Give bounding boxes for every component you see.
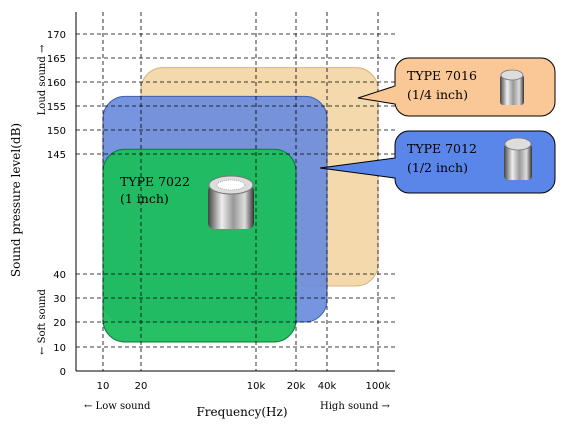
- grid-layer: [76, 12, 395, 371]
- y-tick-label: 40: [53, 270, 66, 281]
- x-tick-labels: 10 20 10k 20k 40k 100k: [97, 381, 391, 392]
- x-tick-label: 20: [135, 381, 148, 392]
- x-tick-label: 20k: [287, 381, 306, 392]
- x-tick-label: 10: [97, 381, 110, 392]
- label-7022-sub: (1 inch): [120, 191, 169, 206]
- y-tick-label: 170: [47, 30, 66, 41]
- y-hint-high: Loud sound →: [37, 44, 48, 115]
- y-tick-label: 165: [47, 54, 66, 65]
- x-tick-label: 10k: [247, 381, 266, 392]
- y-tick-label: 10: [53, 343, 66, 354]
- callout-label-sub: (1/2 inch): [407, 160, 468, 175]
- y-tick-label: 30: [53, 294, 66, 305]
- callout-label-sub: (1/4 inch): [407, 87, 468, 102]
- y-tick-labels: 0 10 20 30 40 145 150 155 160 165 170: [47, 30, 66, 378]
- microphone-icon-7012: [504, 137, 532, 180]
- y-tick-label: 150: [47, 126, 66, 137]
- callout-label-name: TYPE 7016: [407, 68, 477, 83]
- x-tick-label: 100k: [366, 381, 391, 392]
- y-tick-label: 155: [47, 102, 66, 113]
- y-tick-label: 20: [53, 318, 66, 329]
- y-tick-label: 145: [47, 150, 66, 161]
- y-axis-title: Sound pressure level(dB): [9, 123, 23, 277]
- x-hint-low: ← Low sound: [84, 401, 151, 412]
- x-axis-title: Frequency(Hz): [196, 405, 287, 419]
- x-hint-high: High sound →: [320, 401, 391, 412]
- x-tick-label: 40k: [318, 381, 337, 392]
- y-hint-low: ← Soft sound: [37, 289, 48, 355]
- label-7022-name: TYPE 7022: [120, 174, 190, 189]
- callout-7016: TYPE 7016 (1/4 inch): [357, 57, 556, 117]
- microphone-icon-7022: [208, 175, 254, 229]
- callout-label-name: TYPE 7012: [407, 141, 477, 156]
- y-tick-label: 160: [47, 78, 66, 89]
- microphone-icon-7016: [500, 69, 524, 105]
- y-tick-label: 0: [60, 367, 66, 378]
